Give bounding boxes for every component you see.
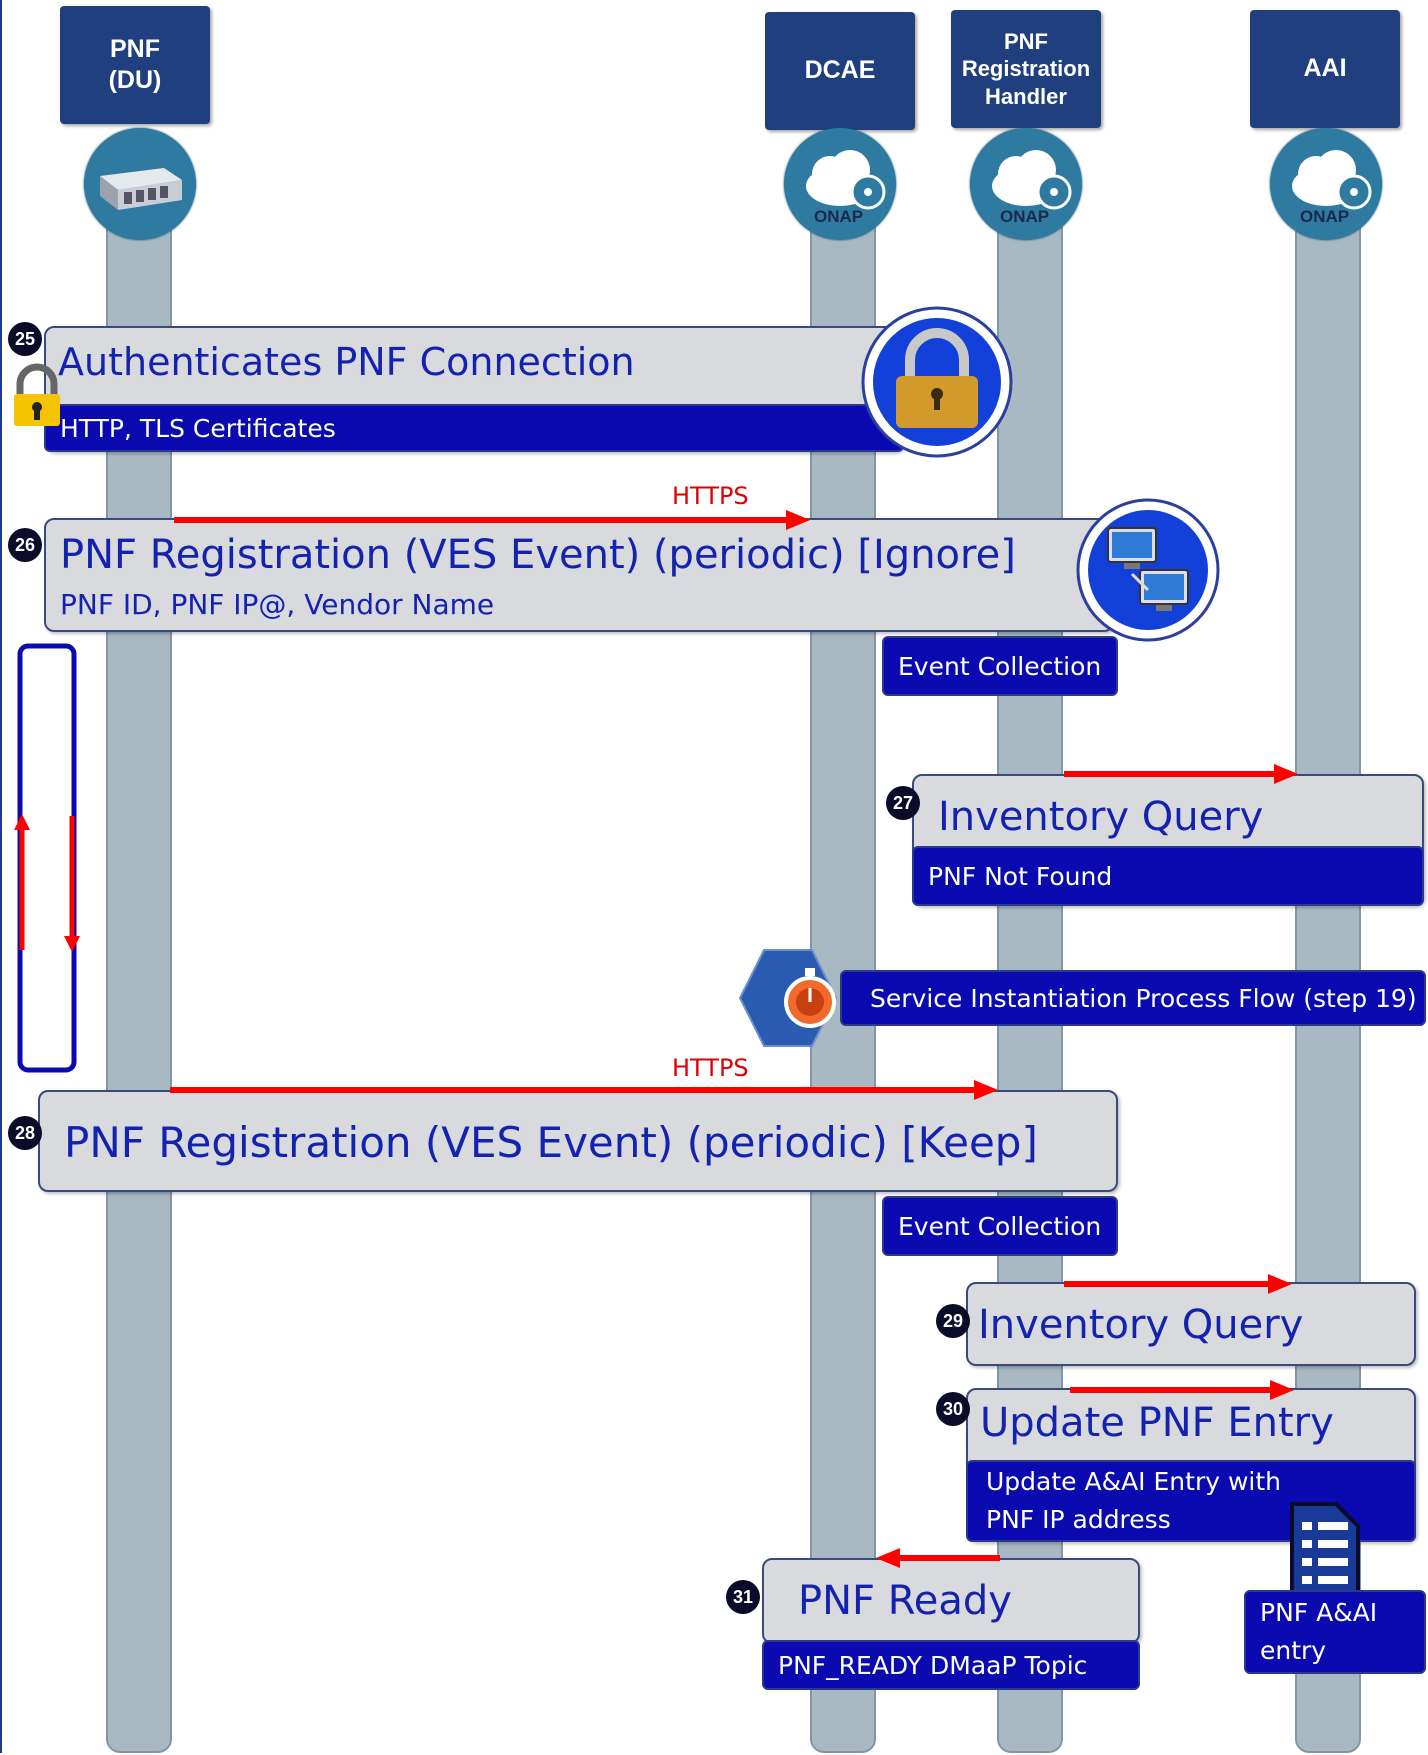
step-25-title: Authenticates PNF Connection (58, 340, 635, 384)
step-26-title: PNF Registration (VES Event) (periodic) … (60, 532, 1016, 578)
step-31-box (762, 1558, 1140, 1644)
step-26-box (44, 518, 1114, 632)
step-30-detail-line1: Update A&AI Entry with (986, 1467, 1282, 1496)
arrow-30-prh-to-aai (1070, 1380, 1294, 1400)
step-25-number: 25 (8, 322, 42, 356)
svg-text:ONAP: ONAP (814, 207, 863, 226)
https-label-26: HTTPS (672, 482, 749, 510)
aai-entry-label: PNF A&AI entry (1244, 1590, 1426, 1674)
step-26-detail: PNF ID, PNF IP@, Vendor Name (60, 588, 495, 621)
onap-cloud-icon: ONAP (970, 128, 1082, 240)
step-27-number: 27 (886, 786, 920, 820)
event-collection-2: Event Collection (882, 1196, 1118, 1256)
step-30-title: Update PNF Entry (980, 1400, 1334, 1446)
aai-entry-line1: PNF A&AI (1260, 1598, 1378, 1627)
arrow-28-pnf-to-prh (170, 1080, 998, 1100)
step-29-number: 29 (936, 1304, 970, 1338)
step-27-title: Inventory Query (938, 794, 1264, 840)
arrow-29-prh-to-aai (1064, 1274, 1292, 1294)
step-31-number: 31 (726, 1580, 760, 1614)
dcae-header: DCAE (765, 12, 915, 130)
step-28-number: 28 (8, 1116, 42, 1150)
du-device-icon (84, 128, 196, 240)
svg-text:ONAP: ONAP (1000, 207, 1049, 226)
step-29-box (966, 1282, 1416, 1366)
step-25-detail: HTTP, TLS Certificates (44, 404, 904, 452)
step-26-number: 26 (8, 528, 42, 562)
arrow-26-pnf-to-dcae (174, 510, 810, 530)
step-30-number: 30 (936, 1392, 970, 1426)
aai-header: AAI (1250, 10, 1400, 128)
service-instantiation-flow: Service Instantiation Process Flow (step… (840, 970, 1426, 1026)
prh-header: PNF Registration Handler (951, 10, 1101, 128)
step-31-title: PNF Ready (798, 1578, 1012, 1624)
arrow-31-prh-to-dcae (876, 1548, 1000, 1568)
https-label-28: HTTPS (672, 1054, 749, 1082)
step-28-title: PNF Registration (VES Event) (periodic) … (64, 1118, 1038, 1167)
step-27-detail: PNF Not Found (912, 846, 1424, 906)
pnf-header: PNF (DU) (60, 6, 210, 124)
onap-cloud-icon: ONAP (784, 128, 896, 240)
arrow-27-prh-to-aai (1064, 764, 1298, 784)
step-30-detail-line2: PNF IP address (986, 1505, 1171, 1534)
onap-cloud-icon: ONAP (1270, 128, 1382, 240)
aai-entry-line2: entry (1260, 1636, 1327, 1665)
event-collection-1: Event Collection (882, 636, 1118, 696)
step-29-title: Inventory Query (978, 1302, 1304, 1348)
step-31-detail: PNF_READY DMaaP Topic (762, 1640, 1140, 1690)
svg-text:ONAP: ONAP (1300, 207, 1349, 226)
